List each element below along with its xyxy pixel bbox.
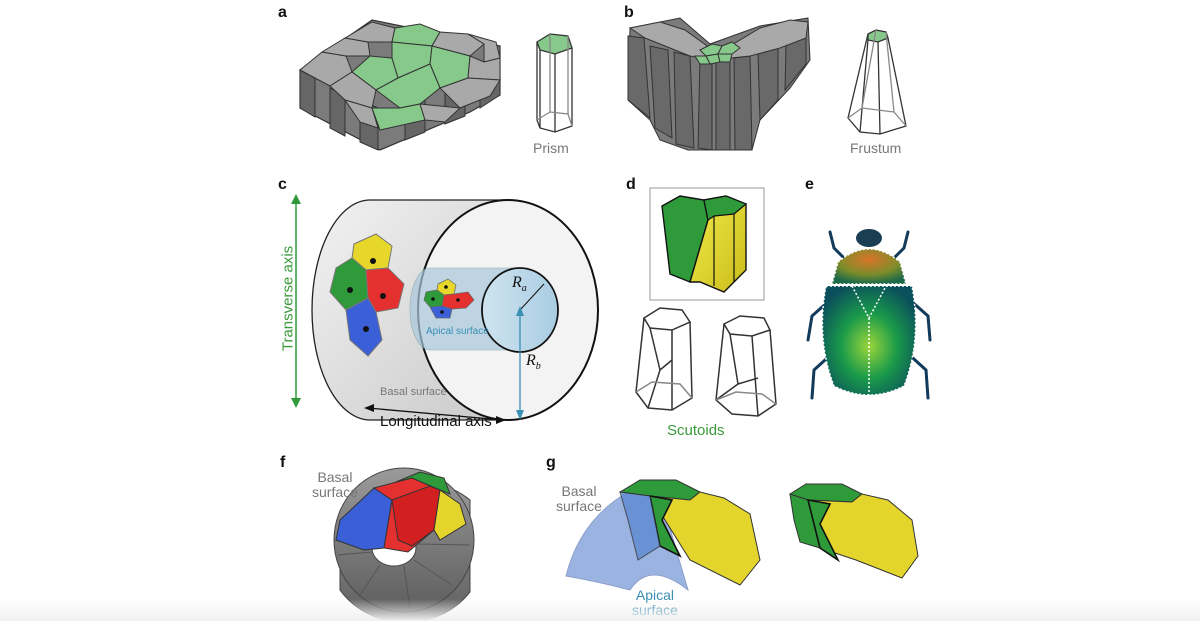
basal-surface-label: Basal surface bbox=[380, 386, 447, 398]
panel-letter-f: f bbox=[280, 454, 286, 471]
panel-letter-d: d bbox=[626, 176, 636, 193]
longitudinal-axis-arrow bbox=[367, 407, 503, 421]
panel-letter-a: a bbox=[278, 4, 287, 21]
prism-icon bbox=[536, 33, 573, 133]
longitudinal-axis-label: Longitudinal axis bbox=[380, 413, 492, 430]
bottom-fade bbox=[0, 599, 1200, 621]
panel-letter-g: g bbox=[546, 454, 556, 471]
panel-g-left bbox=[565, 479, 761, 592]
panel-letter-b: b bbox=[624, 4, 634, 21]
apical-surface-label: Apical surface bbox=[426, 326, 489, 337]
frustum-icon bbox=[847, 29, 907, 135]
transverse-axis-label: Transverse axis bbox=[279, 245, 297, 352]
panel-f-ring bbox=[333, 467, 475, 621]
panel-c-cylinder bbox=[291, 194, 599, 424]
scutoids-label: Scutoids bbox=[667, 422, 725, 439]
frustum-label: Frustum bbox=[850, 140, 902, 156]
panel-letter-c: c bbox=[278, 176, 287, 193]
panel-letter-e: e bbox=[805, 176, 814, 193]
ra-label: Ra bbox=[512, 274, 527, 295]
rb-label: Rb bbox=[526, 352, 541, 373]
panel-a-tissue bbox=[299, 19, 501, 151]
prism-label: Prism bbox=[533, 140, 569, 156]
panel-b-tissue bbox=[627, 17, 811, 151]
panel-e-beetle bbox=[806, 205, 932, 415]
panel-d-scutoids bbox=[635, 187, 777, 417]
panel-g-right bbox=[788, 483, 919, 579]
